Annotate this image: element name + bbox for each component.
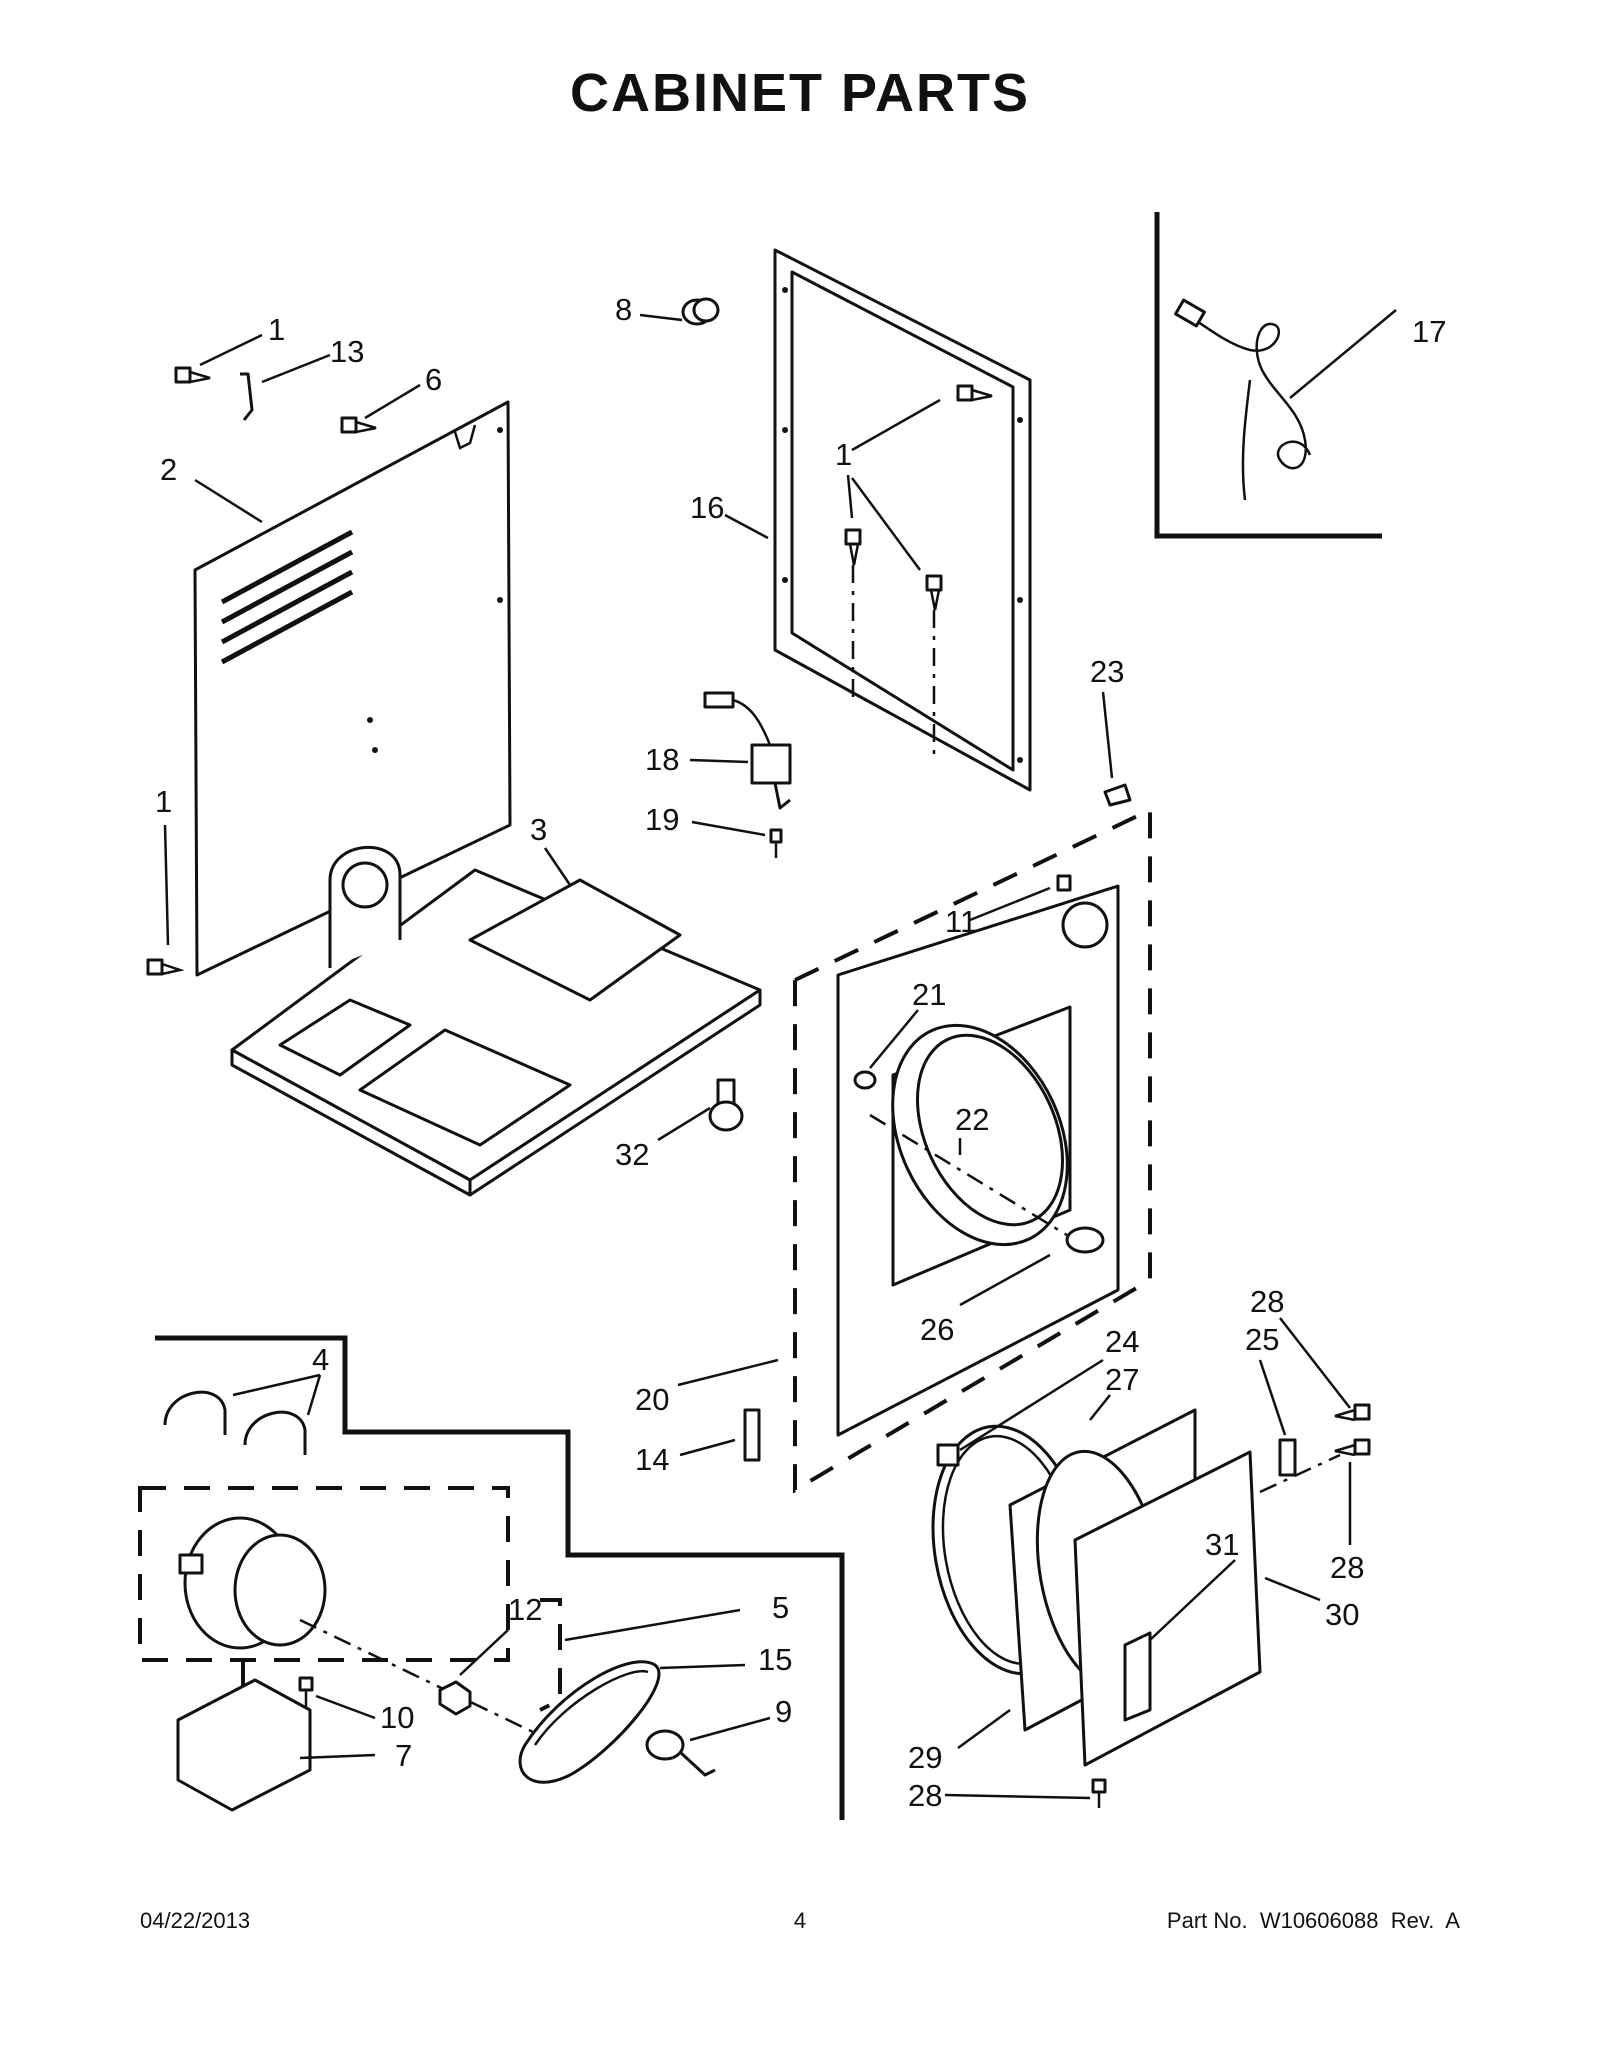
footer-part-number: Part No. W10606088 Rev. A (1166, 1908, 1460, 1933)
screw-icon (298, 1676, 314, 1708)
clip-icon (240, 372, 254, 421)
footer-date: 04/22/2013 (140, 1908, 251, 1933)
screw-icon (769, 828, 783, 858)
door-assembly (931, 1408, 1297, 1767)
side-frame (773, 248, 1032, 792)
idler-pulley-icon (645, 1729, 716, 1777)
callout-28: 28 (1250, 1284, 1284, 1319)
callout-4: 4 (312, 1342, 329, 1377)
screw-icon (1334, 1438, 1371, 1457)
callout-13: 13 (330, 334, 364, 369)
motor-mount-icon (176, 1678, 312, 1812)
motor-inset-frame (155, 1335, 845, 1820)
callout-19: 19 (645, 802, 679, 837)
page-title: CABINET PARTS (569, 63, 1030, 123)
screw-icon (1334, 1403, 1371, 1422)
leader-lines (163, 309, 1397, 1800)
rear-panel (193, 400, 512, 977)
callout-26: 26 (920, 1312, 954, 1347)
callout-30: 30 (1325, 1597, 1359, 1632)
callout-24: 24 (1105, 1324, 1139, 1359)
callout-18: 18 (645, 742, 679, 777)
callout-17: 17 (1412, 314, 1446, 349)
callout-2: 2 (160, 452, 177, 487)
callout-32: 32 (615, 1137, 649, 1172)
callout-22: 22 (955, 1102, 989, 1137)
door-catch-icon (1065, 1226, 1105, 1254)
motor-area-dashed (138, 1486, 510, 1662)
screw-icon (956, 384, 993, 402)
callout-1: 1 (835, 437, 852, 472)
clip-icon-14 (743, 1408, 761, 1462)
callout-15: 15 (758, 1642, 792, 1677)
callout-1: 1 (268, 312, 285, 347)
callout-16: 16 (690, 490, 724, 525)
power-cord (1174, 298, 1312, 501)
footer-page-number: 4 (793, 1908, 807, 1933)
callout-29: 29 (908, 1740, 942, 1775)
callout-21: 21 (912, 977, 946, 1012)
bumper-icon (853, 1070, 877, 1090)
power-cord-inset-frame (1154, 212, 1382, 539)
drive-belt-icon (518, 1660, 661, 1784)
callout-14: 14 (635, 1442, 669, 1477)
screw-icon (1091, 1778, 1107, 1808)
callout-labels: 1 13 6 2 1 3 8 1 16 18 19 17 23 11 21 22… (155, 292, 1446, 1813)
callout-12: 12 (508, 1592, 542, 1627)
motor-clip-icon (163, 1390, 307, 1455)
plug-button-icon (681, 297, 720, 326)
hinge-clip-icon (1103, 783, 1132, 807)
door-switch-icon (703, 691, 792, 810)
callout-27: 27 (1105, 1362, 1139, 1397)
callout-8: 8 (615, 292, 632, 327)
callout-23: 23 (1090, 654, 1124, 689)
callout-25: 25 (1245, 1322, 1279, 1357)
base-panel (230, 845, 762, 1197)
leveling-leg-icon (708, 1078, 744, 1132)
screw-icon (174, 366, 211, 384)
callout-11: 11 (945, 904, 977, 939)
callout-3: 3 (530, 812, 547, 847)
callout-7: 7 (395, 1738, 412, 1773)
callout-6: 6 (425, 362, 442, 397)
pulley-nut-icon (438, 1680, 472, 1716)
rear-panel-louvers (220, 529, 354, 665)
callout-10: 10 (380, 1700, 414, 1735)
callout-28: 28 (908, 1778, 942, 1813)
callout-28: 28 (1330, 1550, 1364, 1585)
screw-icon (146, 958, 185, 976)
callout-1: 1 (155, 784, 172, 819)
front-panel (836, 874, 1120, 1437)
callout-5: 5 (772, 1590, 789, 1625)
callout-20: 20 (635, 1382, 669, 1417)
callout-9: 9 (775, 1694, 792, 1729)
screw-icon (340, 416, 377, 434)
motor-icon (178, 1516, 561, 1747)
callout-31: 31 (1205, 1527, 1239, 1562)
